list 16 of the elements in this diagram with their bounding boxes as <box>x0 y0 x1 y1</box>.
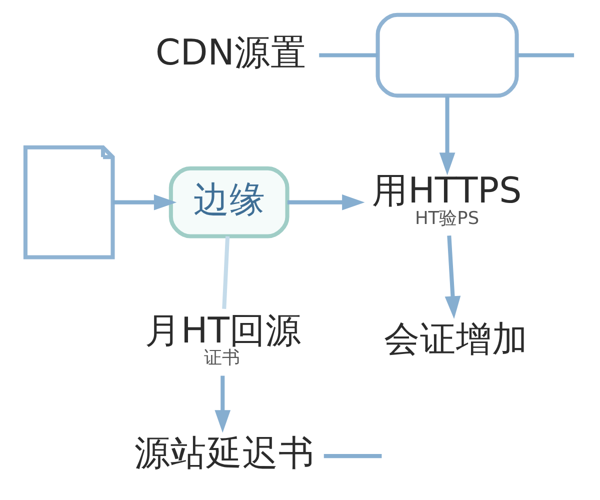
connector <box>323 454 382 458</box>
node-text: 月HT回源 证书 <box>144 310 302 369</box>
connector <box>222 236 230 309</box>
node-box: 边缘 <box>168 166 289 238</box>
node-box <box>375 12 518 98</box>
node-text: 会证增加 <box>384 319 528 360</box>
connector <box>516 53 574 58</box>
node-text: 用HTTPS HT验PS <box>372 170 522 229</box>
arrow <box>286 194 364 210</box>
node-text: CDN源置 <box>155 32 306 74</box>
connector <box>318 53 378 58</box>
arrow <box>438 96 455 176</box>
arrow <box>444 236 460 319</box>
arrow <box>112 194 176 210</box>
node-text: 源站延迟书 <box>134 433 314 474</box>
arrow <box>214 376 230 433</box>
